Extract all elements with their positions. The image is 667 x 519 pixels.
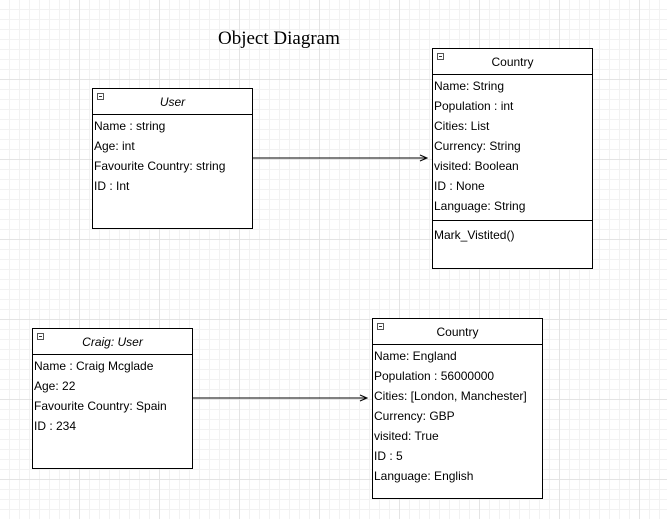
attribute-row: Name : string	[94, 119, 166, 133]
attribute-row: visited: Boolean	[434, 159, 519, 173]
attribute-row: Age: int	[94, 139, 135, 153]
craig-object-box[interactable]: Craig: User Name : Craig Mcglade Age: 22…	[32, 328, 193, 469]
attribute-row: Age: 22	[34, 379, 76, 393]
attribute-row: Cities: List	[434, 119, 490, 133]
england-object-header: Country	[373, 319, 542, 345]
collapse-icon[interactable]	[437, 53, 444, 60]
attribute-row: Cities: [London, Manchester]	[374, 389, 527, 403]
attribute-row: ID : 234	[34, 419, 77, 433]
collapse-icon[interactable]	[97, 93, 104, 100]
country-class-box[interactable]: Country Name: String Population : int Ci…	[432, 48, 593, 269]
class-name: Country	[491, 55, 534, 69]
country-class-header: Country	[433, 49, 592, 75]
attribute-row: Favourite Country: Spain	[34, 399, 167, 413]
object-name: Craig: User	[82, 335, 143, 349]
attribute-row: Population : 56000000	[374, 369, 495, 383]
user-class-box[interactable]: User Name : string Age: int Favourite Co…	[92, 88, 253, 229]
attribute-row: Language: English	[374, 469, 474, 483]
attribute-row: Name: England	[374, 349, 457, 363]
object-name: Country	[436, 325, 479, 339]
attribute-row: Name : Craig Mcglade	[34, 359, 154, 373]
attribute-row: Favourite Country: string	[94, 159, 226, 173]
attribute-row: Currency: GBP	[374, 409, 455, 423]
england-object-box[interactable]: Country Name: England Population : 56000…	[372, 318, 543, 499]
arrow-craig-to-england	[192, 394, 369, 402]
attribute-row: ID : 5	[374, 449, 403, 463]
attribute-row: ID : None	[434, 179, 485, 193]
attribute-row: Population : int	[434, 99, 514, 113]
attribute-row: visited: True	[374, 429, 439, 443]
attribute-row: Currency: String	[434, 139, 521, 153]
attribute-row: ID : Int	[94, 179, 130, 193]
attribute-row: Name: String	[434, 79, 505, 93]
attribute-row: Language: String	[434, 199, 526, 213]
collapse-icon[interactable]	[377, 323, 384, 330]
user-class-header: User	[93, 89, 252, 115]
methods-separator	[433, 220, 592, 221]
method-row: Mark_Vistited()	[434, 228, 515, 242]
arrow-user-to-country	[252, 154, 429, 162]
diagram-title: Object Diagram	[218, 28, 340, 49]
craig-object-header: Craig: User	[33, 329, 192, 355]
collapse-icon[interactable]	[37, 333, 44, 340]
class-name: User	[159, 95, 186, 109]
